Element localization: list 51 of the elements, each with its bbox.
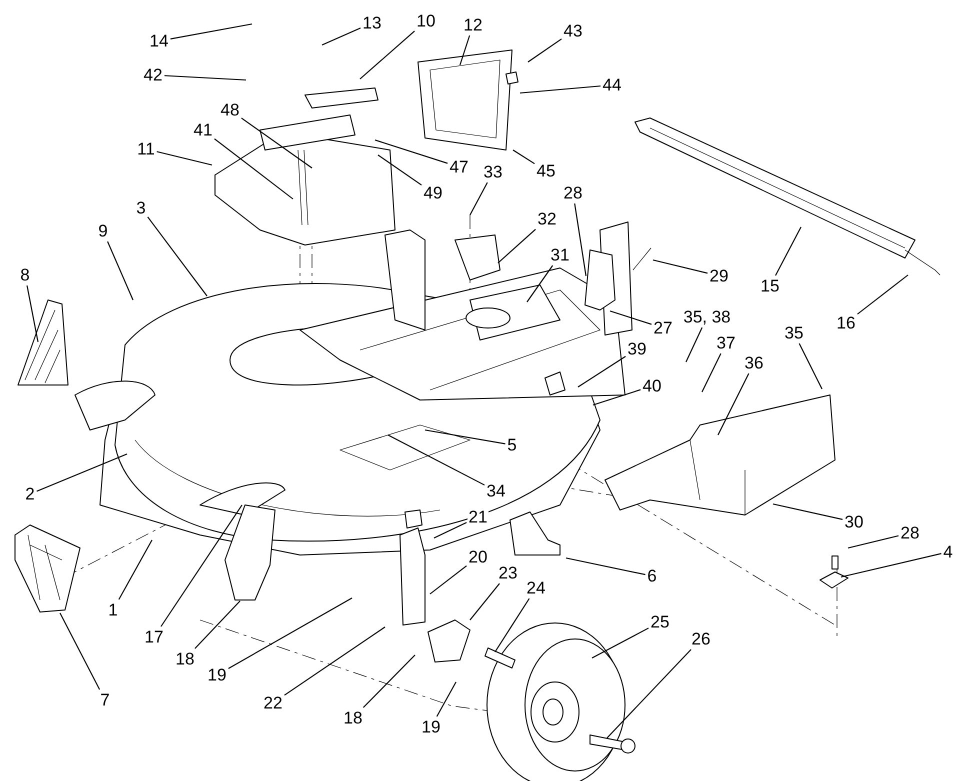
leader-line <box>520 85 601 94</box>
leader-line <box>388 434 485 486</box>
leader-line <box>494 598 530 652</box>
leader-line <box>470 583 500 620</box>
leader-line <box>775 226 802 276</box>
callout-number: 35, 38 <box>682 308 732 326</box>
leader-line <box>798 343 822 390</box>
leader-line <box>26 285 39 342</box>
leader-line <box>156 151 212 166</box>
leader-line <box>60 612 100 690</box>
leader-line <box>470 182 488 216</box>
leader-line <box>424 429 506 444</box>
leader-line <box>772 503 843 520</box>
leader-line <box>214 138 294 200</box>
leader-line <box>362 654 416 708</box>
leader-line <box>526 265 554 302</box>
leader-line <box>459 35 470 66</box>
leader-line <box>36 454 128 492</box>
leader-line <box>610 310 652 325</box>
leader-line <box>592 628 649 658</box>
leader-line <box>574 203 587 276</box>
leader-line <box>164 75 246 81</box>
leader-line <box>848 535 899 549</box>
leader-line <box>702 353 722 392</box>
leader-line <box>360 30 415 80</box>
leader-line <box>284 626 386 696</box>
leader-line <box>374 139 448 164</box>
leader-line <box>528 38 562 62</box>
leader-line <box>107 241 134 300</box>
leader-line <box>606 649 692 738</box>
leader-line <box>840 553 942 578</box>
leader-line <box>857 274 908 315</box>
leader-line <box>436 682 456 717</box>
leader-line <box>378 154 422 186</box>
leader-line <box>718 373 750 436</box>
leader-line <box>578 356 626 388</box>
leader-line <box>194 600 240 649</box>
leader-line <box>652 259 708 274</box>
leader-line <box>228 598 352 669</box>
leader-line <box>592 389 641 406</box>
leader-line <box>241 118 312 168</box>
leader-line <box>118 540 152 600</box>
leader-line <box>322 28 361 46</box>
leader-line <box>512 150 535 164</box>
leader-line <box>170 23 252 40</box>
leader-line <box>686 327 703 362</box>
leader-line <box>147 216 208 296</box>
leader-line <box>566 557 646 576</box>
leader-line <box>430 565 467 594</box>
leader-line <box>160 504 242 627</box>
leader-line <box>498 228 536 264</box>
